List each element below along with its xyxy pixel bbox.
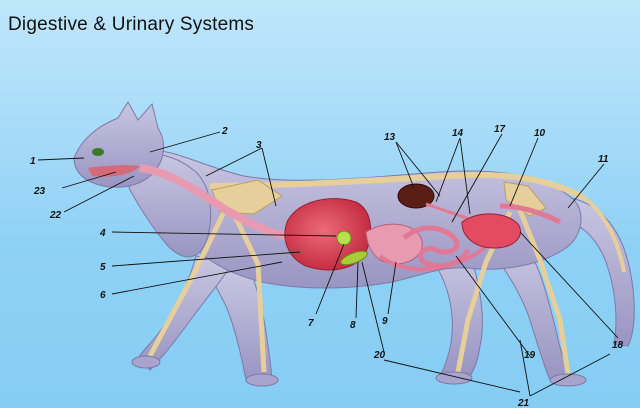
label-13: 13: [384, 132, 396, 143]
label-17: 17: [494, 124, 506, 135]
label-2: 2: [221, 126, 228, 137]
label-6: 6: [100, 290, 106, 301]
label-1: 1: [30, 156, 36, 167]
label-8: 8: [350, 320, 356, 331]
label-20: 20: [373, 350, 386, 361]
label-3: 3: [256, 140, 262, 151]
label-7: 7: [308, 318, 314, 329]
label-9: 9: [382, 316, 388, 327]
label-18: 18: [612, 340, 624, 351]
label-21: 21: [517, 398, 530, 408]
label-5: 5: [100, 262, 106, 273]
eye: [92, 148, 104, 156]
paw: [132, 356, 160, 368]
label-14: 14: [452, 128, 464, 139]
label-10: 10: [534, 128, 546, 139]
label-11: 11: [598, 154, 609, 165]
label-19: 19: [524, 350, 536, 361]
gall-bladder: [337, 231, 351, 245]
paw: [246, 374, 278, 386]
label-23: 23: [33, 186, 46, 197]
label-22: 22: [49, 210, 62, 221]
label-4: 4: [99, 228, 106, 239]
